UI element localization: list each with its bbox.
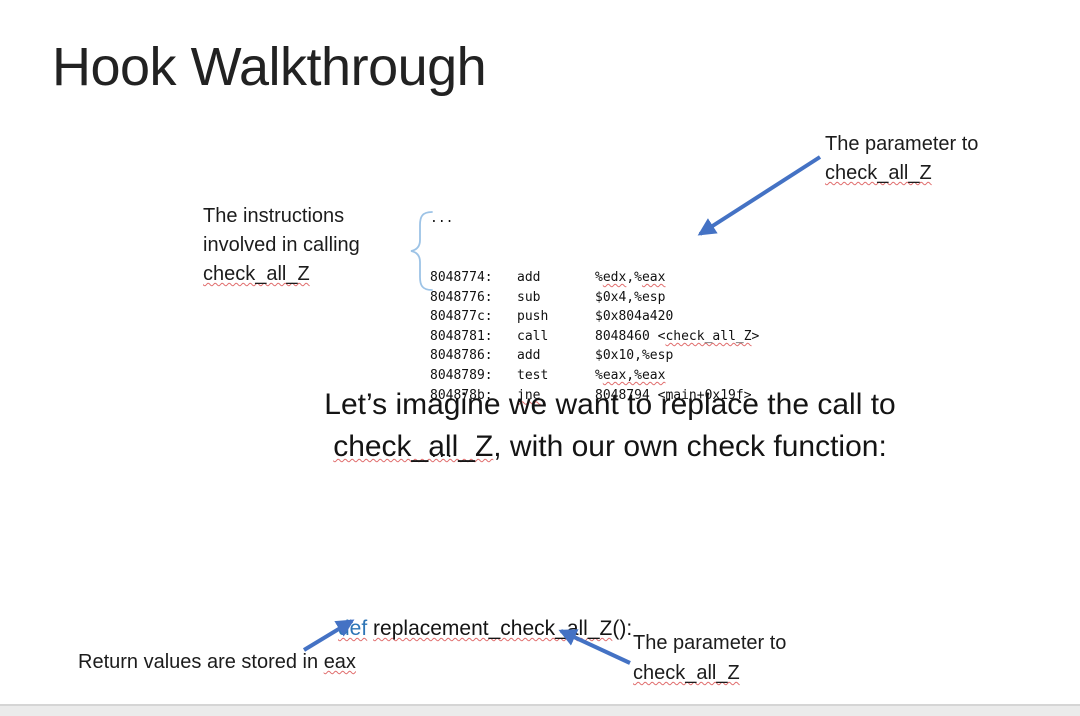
left-callout-line1: The instructions — [203, 205, 345, 227]
slide-title: Hook Walkthrough — [52, 37, 487, 97]
slide-bottom-edge — [0, 704, 1080, 716]
left-callout: The instructions involved in calling che… — [203, 202, 360, 289]
asm-line: 8048774:add%edx,%eax — [430, 269, 666, 285]
asm-line: 8048789:test%eax,%eax — [430, 367, 666, 383]
headline-line1: Let’s imagine we want to replace the cal… — [324, 388, 896, 421]
bottom-right-callout: The parameter to check_all_Z — [633, 628, 786, 688]
top-right-callout: The parameter to check_all_Z — [825, 130, 978, 188]
top-right-callout-line1: The parameter to — [825, 133, 979, 155]
assembly-lines: 8048774:add%edx,%eax 8048776:sub$0x4,%esp… — [430, 268, 759, 405]
asm-line: 804877c:push$0x804a420 — [430, 309, 674, 325]
bottom-left-callout-text: Return values are stored in — [78, 651, 324, 673]
left-callout-line2: involved in calling — [203, 234, 360, 256]
headline-check-all-z: check_all_Z — [333, 430, 494, 463]
headline: Let’s imagine we want to replace the cal… — [140, 384, 1080, 468]
code-token: replacement_check_all_Z — [373, 617, 613, 640]
left-callout-line3: check_all_Z — [203, 263, 310, 285]
assembly-listing: ... 8048774:add%edx,%eax 8048776:sub$0x4,… — [430, 170, 759, 503]
assembly-ellipsis-bottom: ... — [430, 446, 454, 462]
bottom-left-callout: Return values are stored in eax — [78, 648, 356, 677]
headline-line2: check_all_Z, with our own check function… — [140, 426, 1080, 468]
top-right-callout-line2: check_all_Z — [825, 162, 932, 184]
code-token: (): — [612, 617, 633, 640]
code-token: def — [338, 617, 368, 640]
bottom-right-callout-line2: check_all_Z — [633, 662, 740, 684]
bottom-right-callout-line1: The parameter to — [633, 632, 787, 654]
asm-line: 8048786:add$0x10,%esp — [430, 348, 674, 364]
asm-line: 8048776:sub$0x4,%esp — [430, 289, 666, 305]
headline-line2-rest: , with our own check function: — [493, 430, 887, 463]
brace-icon — [410, 211, 433, 291]
bottom-left-callout-eax: eax — [323, 651, 356, 673]
assembly-ellipsis-top: ... — [430, 211, 454, 227]
